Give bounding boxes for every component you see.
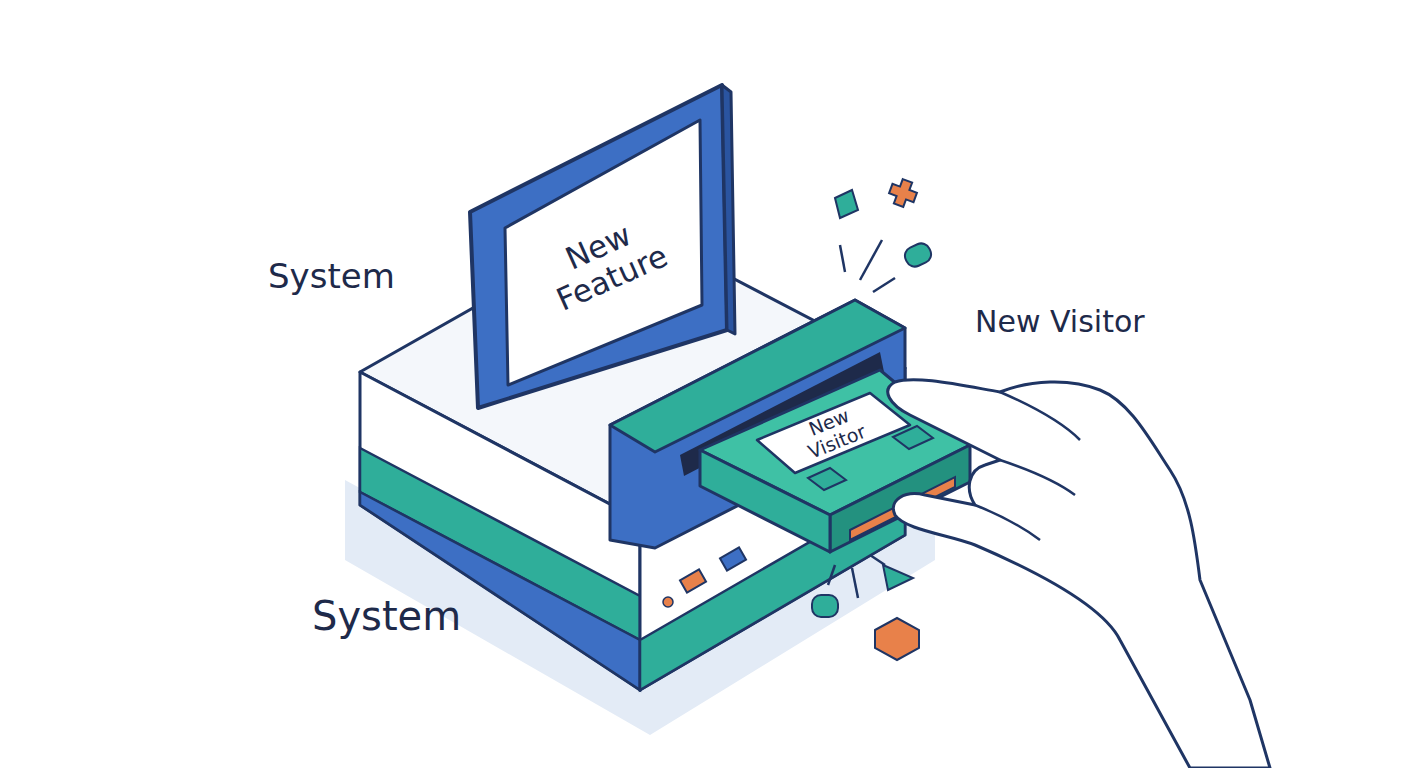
cartridge-contacts bbox=[850, 477, 955, 540]
sparkle-shape bbox=[835, 190, 858, 218]
sparkle-shape bbox=[812, 595, 838, 617]
motion-line bbox=[852, 568, 858, 598]
console-base bbox=[360, 492, 640, 690]
sparkle-shape bbox=[886, 176, 919, 209]
outline-shape bbox=[722, 85, 735, 334]
cartridge-grip bbox=[808, 468, 846, 490]
motion-line bbox=[828, 565, 835, 585]
motion-line bbox=[840, 245, 845, 272]
console-front bbox=[360, 372, 640, 690]
outline-shape bbox=[470, 85, 727, 408]
sparkle-shape bbox=[902, 240, 934, 269]
finger-line bbox=[975, 505, 1040, 540]
motion-line bbox=[870, 555, 885, 565]
outline-shape bbox=[757, 393, 910, 473]
text-label: System bbox=[312, 593, 461, 639]
cartridge-label: New Visitor bbox=[750, 385, 920, 480]
finger-line bbox=[1000, 460, 1075, 495]
finger-line bbox=[1000, 392, 1080, 440]
motion-line bbox=[860, 240, 882, 280]
port bbox=[720, 547, 746, 570]
motion-line bbox=[873, 278, 895, 292]
sparkle-shape bbox=[875, 618, 919, 660]
monitor-screen: New Feature bbox=[465, 80, 730, 415]
outline-shape bbox=[505, 120, 702, 385]
port bbox=[680, 569, 706, 592]
led bbox=[663, 597, 673, 607]
text-label: New Visitor bbox=[975, 304, 1145, 339]
cartridge-front bbox=[830, 445, 970, 552]
text-label: System bbox=[268, 256, 395, 296]
sparkle-shape bbox=[883, 565, 913, 590]
hand bbox=[888, 380, 1270, 768]
